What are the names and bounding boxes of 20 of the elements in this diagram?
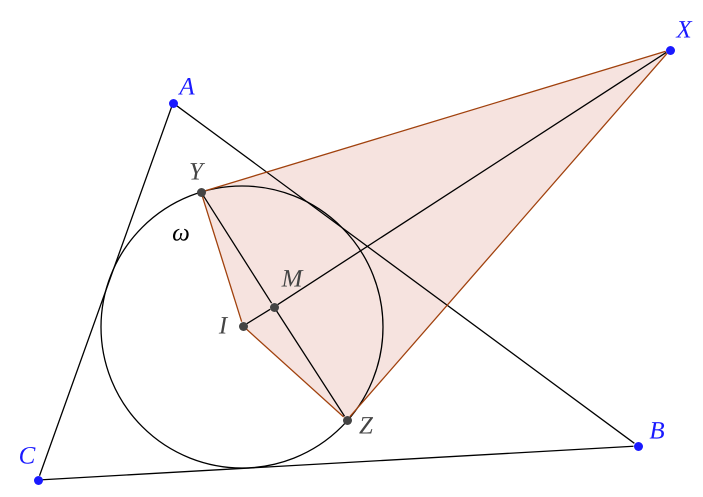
point-label: I <box>218 314 228 338</box>
point-label: B <box>649 418 665 444</box>
line-segment <box>38 107 172 476</box>
point-label: Z <box>359 414 373 438</box>
line-segment <box>349 52 668 418</box>
line-segment <box>176 105 635 444</box>
line-segment <box>246 308 270 324</box>
line-segment <box>276 310 346 417</box>
circle-label: ω <box>172 220 190 246</box>
line-segment <box>277 52 667 306</box>
line-segment <box>202 195 272 304</box>
line-segment <box>205 50 666 192</box>
line-segment <box>202 196 242 322</box>
line-segment <box>246 328 344 418</box>
point-label: C <box>18 444 36 468</box>
line-segment <box>42 446 634 480</box>
point-label: Y <box>189 160 203 184</box>
point-label: M <box>282 266 302 292</box>
point-label: X <box>676 18 692 42</box>
point-label: A <box>179 74 195 100</box>
